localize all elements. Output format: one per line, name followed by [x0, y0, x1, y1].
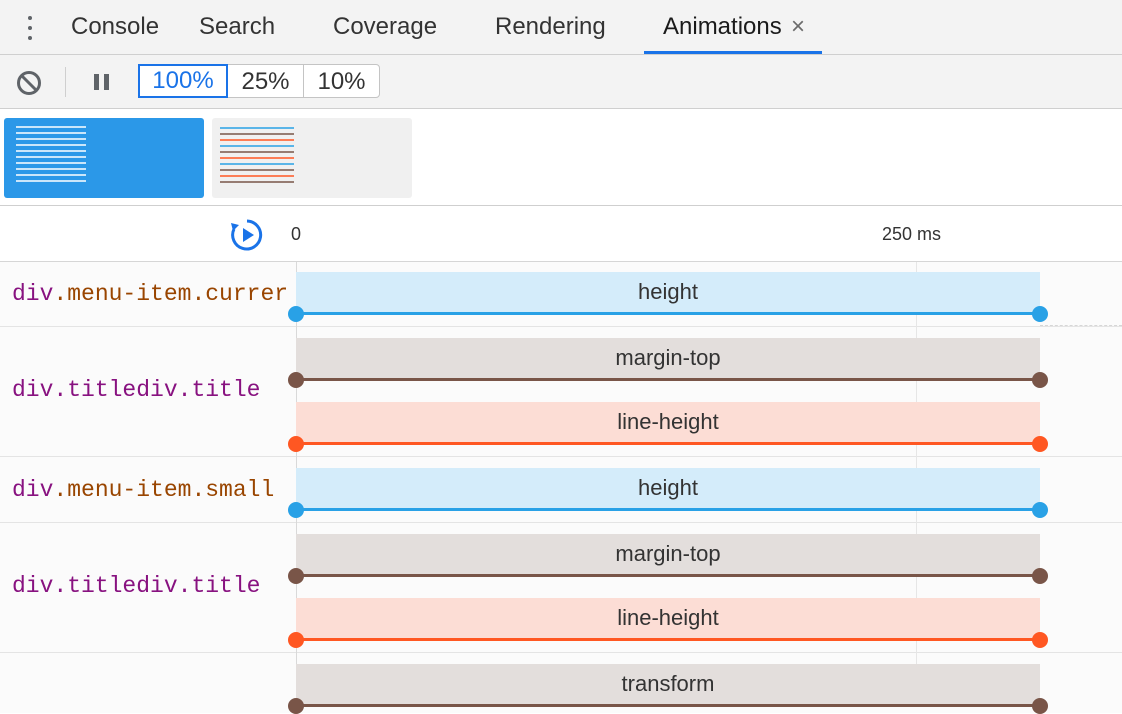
tab-console[interactable]: Console: [71, 13, 160, 40]
tab-coverage[interactable]: Coverage: [333, 13, 438, 40]
start-keyframe-handle[interactable]: [288, 568, 304, 584]
animation-bar[interactable]: line-height: [296, 598, 1040, 638]
end-keyframe-handle[interactable]: [1032, 502, 1048, 518]
start-keyframe-handle[interactable]: [288, 698, 304, 714]
animation-bar[interactable]: margin-top: [296, 338, 1040, 378]
node-tag: div: [12, 281, 54, 307]
animation-row: transform: [0, 653, 1122, 714]
animation-bar[interactable]: height: [296, 468, 1040, 508]
end-keyframe-handle[interactable]: [1032, 632, 1048, 648]
end-keyframe-handle[interactable]: [1032, 568, 1048, 584]
animation-row: div.titlediv.title margin-top line-heigh…: [0, 523, 1122, 653]
end-keyframe-handle[interactable]: [1032, 306, 1048, 322]
node-class: .menu-item.small: [53, 477, 275, 503]
node-label[interactable]: div.titlediv.title: [12, 573, 296, 599]
preview-lines: [16, 126, 86, 182]
active-tab-indicator: [644, 51, 822, 54]
close-tab-icon[interactable]: ×: [791, 13, 806, 40]
node-tag: div: [12, 477, 54, 503]
node-label[interactable]: div.menu-item.currer: [12, 281, 296, 307]
animation-bar[interactable]: transform: [296, 664, 1040, 704]
end-keyframe-handle[interactable]: [1032, 698, 1048, 714]
node-label[interactable]: div.menu-item.small: [12, 477, 296, 503]
drawer-tab-bar: Console Search Coverage Rendering Animat…: [0, 0, 1122, 55]
speed-10-button[interactable]: 10%: [303, 64, 380, 98]
animation-bar[interactable]: line-height: [296, 402, 1040, 442]
end-keyframe-handle[interactable]: [1032, 372, 1048, 388]
more-tabs-icon[interactable]: [20, 13, 40, 43]
tab-animations[interactable]: Animations: [663, 13, 782, 40]
animation-line: [296, 574, 1040, 577]
speed-25-button[interactable]: 25%: [227, 64, 304, 98]
speed-100-button[interactable]: 100%: [138, 64, 228, 98]
toolbar-divider: [65, 67, 66, 97]
animation-line: [296, 378, 1040, 381]
node-class: .titlediv.title: [53, 573, 261, 599]
end-keyframe-handle[interactable]: [1032, 436, 1048, 452]
row-divider: [1040, 325, 1122, 326]
animation-track[interactable]: transform: [288, 664, 1048, 714]
tab-search[interactable]: Search: [199, 13, 276, 40]
node-tag: div: [12, 573, 54, 599]
animation-line: [296, 638, 1040, 641]
animation-line: [296, 312, 1040, 315]
animation-track[interactable]: height: [288, 272, 1048, 322]
animation-group-preview[interactable]: [212, 118, 412, 198]
timeline-header: 0 250 ms: [0, 206, 1122, 263]
animation-track[interactable]: height: [288, 468, 1048, 518]
animation-group-previews: [0, 109, 1122, 206]
animation-track[interactable]: line-height: [288, 598, 1048, 648]
start-keyframe-handle[interactable]: [288, 306, 304, 322]
tab-rendering[interactable]: Rendering: [495, 13, 606, 40]
node-class: .menu-item.currer: [53, 281, 289, 307]
animation-track[interactable]: margin-top: [288, 534, 1048, 584]
animation-bar[interactable]: height: [296, 272, 1040, 312]
timeline-tick-0: 0: [291, 224, 302, 244]
clear-all-icon[interactable]: [15, 69, 43, 97]
animation-row: div.menu-item.small height: [0, 457, 1122, 523]
timeline-tick-250: 250 ms: [882, 224, 942, 244]
animation-group-preview-selected[interactable]: [4, 118, 204, 198]
replay-icon[interactable]: [229, 217, 265, 253]
preview-lines: [220, 127, 294, 183]
start-keyframe-handle[interactable]: [288, 502, 304, 518]
pause-icon[interactable]: [89, 70, 115, 96]
animation-line: [296, 442, 1040, 445]
animation-row: div.titlediv.title margin-top line-heigh…: [0, 327, 1122, 457]
animation-row: div.menu-item.currer height: [0, 262, 1122, 327]
animation-track[interactable]: margin-top: [288, 338, 1048, 388]
animations-toolbar: 100% 25% 10%: [0, 55, 1122, 109]
animation-track[interactable]: line-height: [288, 402, 1048, 452]
start-keyframe-handle[interactable]: [288, 436, 304, 452]
animation-bar[interactable]: margin-top: [296, 534, 1040, 574]
start-keyframe-handle[interactable]: [288, 632, 304, 648]
node-label[interactable]: div.titlediv.title: [12, 377, 296, 403]
node-tag: div: [12, 377, 54, 403]
start-keyframe-handle[interactable]: [288, 372, 304, 388]
node-class: .titlediv.title: [53, 377, 261, 403]
animation-line: [296, 508, 1040, 511]
